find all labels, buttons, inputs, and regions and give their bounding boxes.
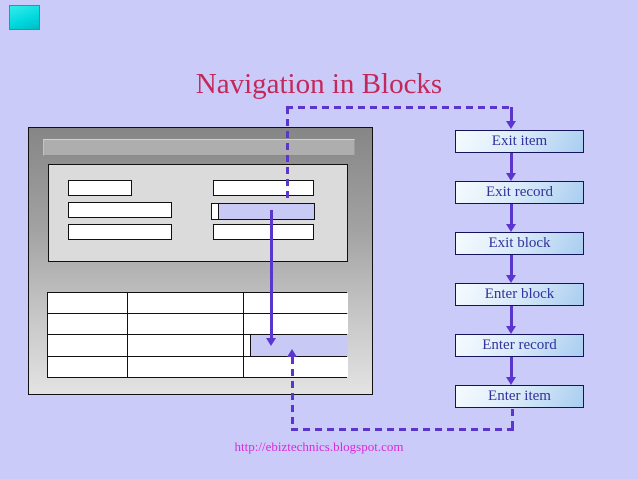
dashed-connector-bottom-horizontal <box>291 428 514 431</box>
arrow-exit-item-to-exit-record-line <box>510 153 513 173</box>
table-cell <box>48 314 127 334</box>
table-cell <box>128 335 243 356</box>
table-cell <box>48 357 127 377</box>
data-table <box>47 292 348 378</box>
arrow-enter-record-to-enter-item-head <box>506 377 516 385</box>
dashed-connector-bottom-left-vertical <box>291 357 294 428</box>
field-selection-highlight <box>218 204 314 219</box>
table-cell <box>244 357 348 377</box>
flow-box-label: Enter item <box>488 388 551 404</box>
arrow-into-exit-item-head <box>506 121 516 129</box>
dashed-connector-top-vertical <box>286 107 289 203</box>
field-to-cell-arrow-head <box>266 338 276 346</box>
dashed-connector-top-horizontal <box>286 106 511 109</box>
flow-box-exit-record: Exit record <box>455 181 584 204</box>
arrow-exit-record-to-exit-block-head <box>506 224 516 232</box>
cell-selection-highlight <box>250 335 348 356</box>
flow-box-exit-block: Exit block <box>455 232 584 255</box>
arrow-exit-block-to-enter-block-head <box>506 275 516 283</box>
flow-box-enter-item: Enter item <box>455 385 584 408</box>
arrow-enter-record-to-enter-item-line <box>510 357 513 377</box>
flow-box-label: Enter block <box>484 286 555 302</box>
page-title: Navigation in Blocks <box>195 68 443 100</box>
field-to-cell-arrow-line <box>270 210 273 338</box>
table-cell <box>244 293 348 313</box>
table-cell <box>244 314 348 334</box>
arrow-exit-item-to-exit-record-head <box>506 173 516 181</box>
corner-decoration <box>9 5 40 30</box>
arrow-enter-block-to-enter-record-line <box>510 306 513 326</box>
form-field <box>68 224 172 240</box>
flow-box-label: Enter record <box>482 337 557 353</box>
arrow-exit-block-to-enter-block-line <box>510 255 513 275</box>
form-field <box>213 224 314 240</box>
arrow-enter-block-to-enter-record-head <box>506 326 516 334</box>
form-field-highlighted <box>211 203 315 220</box>
form-field <box>68 202 172 218</box>
arrow-into-table-cell-head <box>287 349 297 357</box>
footer-url: http://ebiztechnics.blogspot.com <box>234 439 404 454</box>
dashed-connector-bottom-right-vertical <box>511 409 514 430</box>
flow-box-label: Exit block <box>488 235 551 251</box>
arrow-exit-record-to-exit-block-line <box>510 204 513 224</box>
table-cell <box>128 293 243 313</box>
flow-box-exit-item: Exit item <box>455 130 584 153</box>
flow-box-label: Exit record <box>485 184 554 200</box>
form-field <box>213 180 314 196</box>
flow-box-enter-block: Enter block <box>455 283 584 306</box>
table-cell <box>128 314 243 334</box>
flow-box-label: Exit item <box>491 133 548 149</box>
window-title-bar <box>43 139 355 156</box>
flow-box-enter-record: Enter record <box>455 334 584 357</box>
table-cell <box>48 335 127 356</box>
form-field <box>68 180 132 196</box>
table-cell <box>48 293 127 313</box>
arrow-into-exit-item-line <box>510 107 513 121</box>
table-cell <box>128 357 243 377</box>
